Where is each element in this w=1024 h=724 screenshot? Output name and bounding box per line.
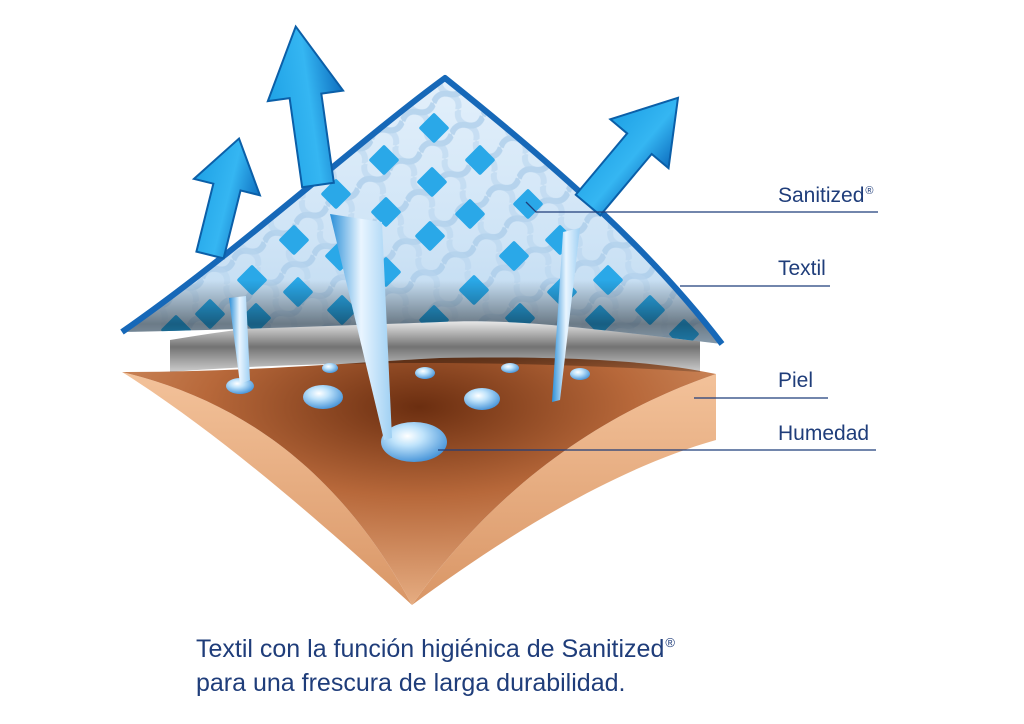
particle-diamond	[279, 225, 309, 255]
wick-strand	[229, 296, 250, 384]
droplet	[464, 388, 500, 410]
humidity-droplets	[226, 363, 590, 462]
skin-side	[122, 372, 716, 605]
particle-diamond	[369, 145, 399, 175]
droplet	[415, 367, 435, 379]
caption-line-2: para una frescura de larga durabilidad.	[196, 669, 626, 697]
droplet	[322, 363, 338, 373]
wicking-strands	[229, 214, 580, 440]
textile-layers-diagram	[120, 24, 878, 605]
arrow-up-icon	[574, 96, 680, 217]
textile-layer	[120, 75, 725, 346]
arrow-up-icon	[266, 24, 345, 189]
droplet	[303, 385, 343, 409]
particle-diamond	[455, 199, 485, 229]
particle-diamond	[419, 113, 449, 143]
label-humedad: Humedad	[778, 422, 870, 445]
caption: Textil con la función higiénica de Sanit…	[196, 626, 996, 700]
skin-top	[122, 357, 716, 605]
label-textil: Textil	[778, 257, 826, 280]
particle-diamond	[465, 145, 495, 175]
droplet-large	[381, 422, 447, 462]
label-sanitized: Sanitized®	[778, 184, 874, 207]
droplet	[570, 368, 590, 380]
particle-diamond	[417, 167, 447, 197]
skin-layer	[122, 357, 716, 605]
droplet	[501, 363, 519, 373]
particle-diamond	[415, 221, 445, 251]
caption-line-1: Textil con la función higiénica de Sanit…	[196, 635, 675, 663]
label-leaders	[438, 201, 878, 451]
vapor-arrows	[191, 24, 680, 260]
wick-strand	[552, 228, 580, 402]
label-piel: Piel	[778, 369, 814, 392]
particle-diamond	[321, 179, 351, 209]
droplet	[226, 378, 254, 394]
fabric-edge	[120, 75, 725, 346]
wick-strand	[330, 214, 392, 440]
leader-sanitized	[525, 201, 878, 213]
arrow-up-icon	[191, 136, 262, 260]
particle-diamond	[371, 197, 401, 227]
particle-diamond	[499, 241, 529, 271]
